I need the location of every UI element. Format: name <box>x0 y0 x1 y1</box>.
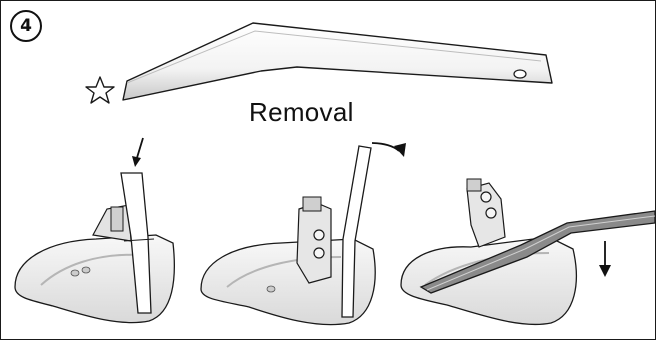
foot-panel-tilt <box>201 146 375 325</box>
foot-panel-insert <box>15 173 174 323</box>
step-number-badge: 4 <box>10 10 42 42</box>
insert-arrow-icon <box>132 138 143 167</box>
foot-panel-remove <box>401 179 655 324</box>
star-marker-icon <box>86 77 114 103</box>
rotate-arrow-icon <box>372 143 406 157</box>
down-arrow-icon <box>599 241 611 277</box>
removal-tool <box>123 23 552 100</box>
removal-caption: Removal <box>249 97 354 128</box>
